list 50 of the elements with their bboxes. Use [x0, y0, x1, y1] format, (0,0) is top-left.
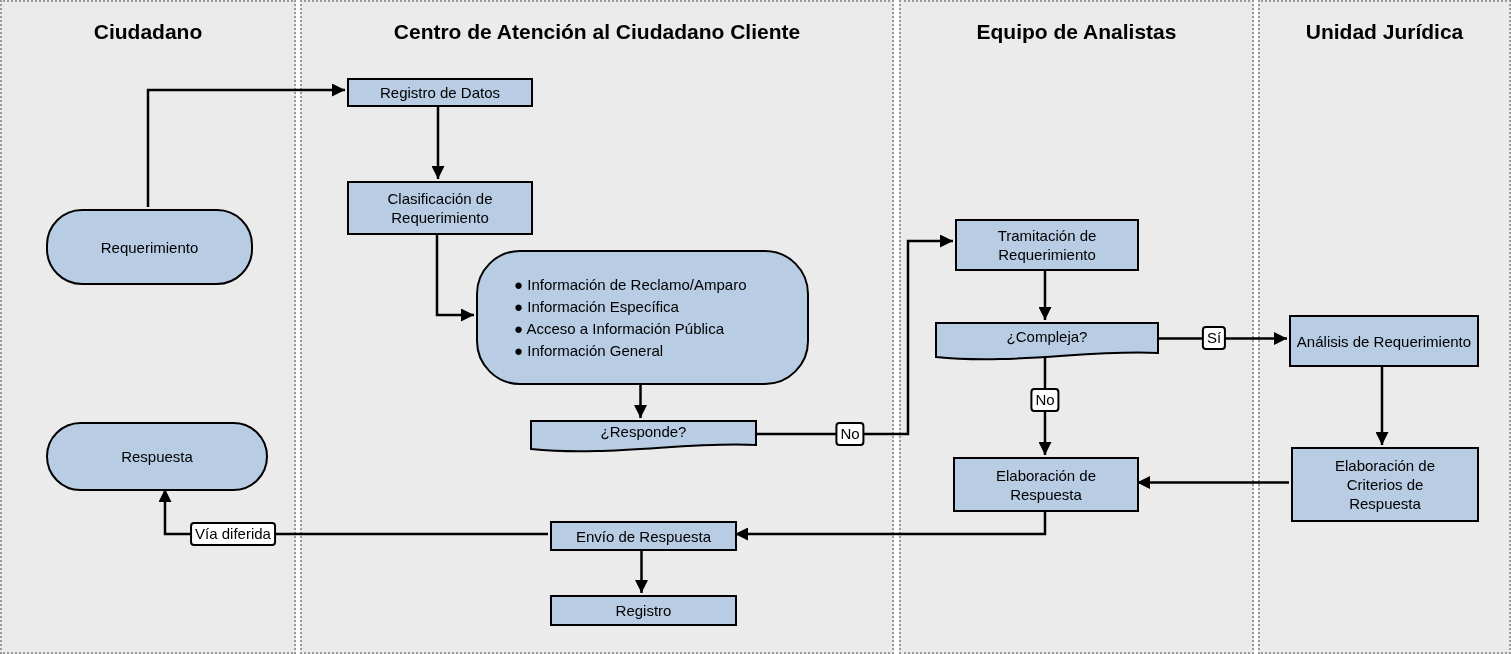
node-label: Registro de Datos [379, 83, 501, 102]
arrow [435, 233, 474, 322]
lane-heading: Centro de Atención al Ciudadano Cliente [392, 19, 802, 45]
node-label: Respuesta [121, 447, 193, 466]
swimlane [300, 0, 894, 654]
swimlane [0, 0, 296, 654]
edge-label: Vía diferida [190, 522, 276, 546]
decision-document-shape [935, 322, 1159, 359]
node-label: Análisis de Requerimiento [1296, 331, 1472, 351]
node-label: Envío de Respuesta [575, 526, 712, 546]
process-box [550, 595, 737, 626]
process-box [955, 219, 1139, 271]
edge-label: No [1030, 388, 1060, 412]
swimlane [1258, 0, 1511, 654]
arrow [146, 83, 345, 207]
arrow [635, 549, 648, 593]
process-shape [476, 250, 809, 385]
node-label: ¿Compleja? [1006, 327, 1088, 348]
arrow [1137, 476, 1289, 489]
process-box [953, 457, 1139, 512]
edge-label: No [835, 422, 865, 446]
process-box [347, 181, 533, 235]
node-label: Clasificación de Requerimiento [386, 189, 494, 227]
lane-heading: Unidad Jurídica [1304, 19, 1465, 45]
arrow [755, 234, 953, 436]
list-item: ● Acceso a Información Pública [514, 318, 725, 339]
process-box [1291, 447, 1479, 522]
node-label: Requerimiento [100, 237, 199, 257]
arrow [1038, 269, 1052, 320]
edge-label: Sí [1201, 326, 1227, 350]
swimlane [899, 0, 1254, 654]
node-label: Elaboración de Criterios de Respuesta [1333, 456, 1437, 513]
list-item: ● Información General [514, 340, 665, 361]
node-label: Tramitación de Requerimiento [996, 226, 1098, 264]
process-box [347, 78, 533, 107]
lane-heading: Equipo de Analistas [975, 19, 1178, 45]
terminal-shape [46, 209, 253, 285]
process-box [1289, 315, 1479, 367]
arrow [735, 510, 1047, 541]
node-label: Registro [615, 601, 672, 620]
lane-heading: Ciudadano [92, 19, 204, 45]
arrow [1375, 365, 1389, 445]
process-box [550, 521, 737, 551]
arrow [431, 105, 445, 179]
node-label: Elaboración de Respuesta [994, 465, 1098, 504]
arrow [634, 383, 647, 418]
list-item: ● Información Específica [514, 296, 680, 317]
decision-document-shape [530, 420, 757, 451]
list-item: ● Información de Reclamo/Amparo [514, 274, 747, 295]
node-label: ¿Responde? [600, 422, 687, 443]
